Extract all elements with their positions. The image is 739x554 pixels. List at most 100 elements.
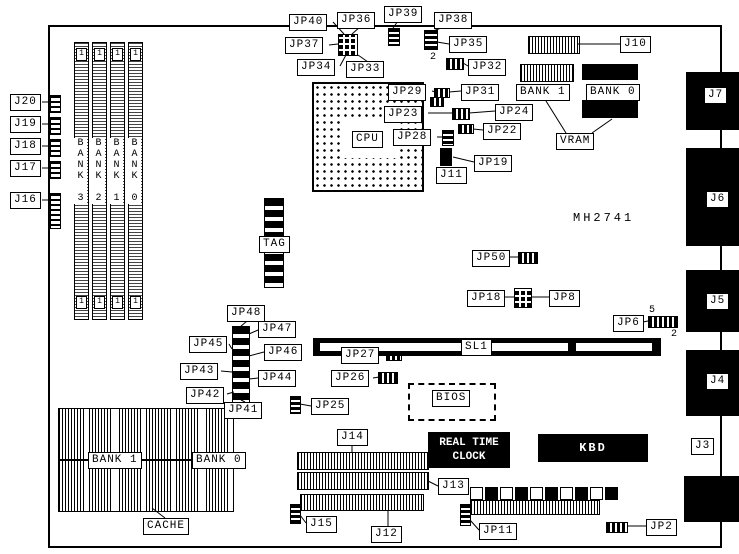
label-jp46: JP46 <box>264 344 303 361</box>
jumper-block-jp41-jp48 <box>232 326 250 404</box>
label-tag: TAG <box>259 236 290 253</box>
label-j15: J15 <box>306 516 337 533</box>
cache-chips-row2 <box>58 460 234 512</box>
label-jp22: JP22 <box>483 123 522 140</box>
cache-chips-row1 <box>58 408 234 460</box>
label-jp2: JP2 <box>646 519 677 536</box>
label-jp35: JP35 <box>449 36 488 53</box>
connector-j10 <box>528 36 580 54</box>
label-j3: J3 <box>691 438 715 455</box>
label-j4: J4 <box>706 373 730 390</box>
label-j5: J5 <box>706 293 730 310</box>
jumper-jp32 <box>446 58 464 70</box>
connector-j20 <box>50 95 61 113</box>
simm-bank3-label: BANK 3 <box>74 138 87 204</box>
label-jp24: JP24 <box>495 104 534 121</box>
label-jp8: JP8 <box>549 290 580 307</box>
pin-number-jp32: 2 <box>429 52 438 63</box>
label-jp23: JP23 <box>384 106 423 123</box>
label-cpu: CPU <box>352 131 383 148</box>
jumper-jp2 <box>606 522 628 533</box>
connector-j14-a <box>297 452 429 470</box>
label-jp26: JP26 <box>331 370 370 387</box>
simm-pin1-marker: 1 <box>94 48 105 61</box>
label-jp29: JP29 <box>388 84 427 101</box>
label-j13: J13 <box>438 478 469 495</box>
label-jp37: JP37 <box>285 37 324 54</box>
pad <box>575 487 588 500</box>
jumper-jp39 <box>388 28 400 46</box>
rtc-chip: REAL TIME CLOCK <box>428 432 510 468</box>
jumper-jp6 <box>648 316 678 328</box>
simm-pin1-marker: 1 <box>112 48 123 61</box>
label-bios: BIOS <box>432 390 471 407</box>
label-j20: J20 <box>10 94 41 111</box>
label-j11: J11 <box>436 167 467 184</box>
label-jp41: JP41 <box>224 402 263 419</box>
connector-j18 <box>50 139 61 157</box>
label-j12: J12 <box>371 526 402 543</box>
vram-bank1-module <box>520 64 574 82</box>
label-cache: CACHE <box>143 518 190 535</box>
connector-j12 <box>300 494 424 511</box>
label-jp43: JP43 <box>180 363 219 380</box>
label-jp6: JP6 <box>613 315 644 332</box>
label-jp45: JP45 <box>189 336 228 353</box>
pad <box>545 487 558 500</box>
simm-bank2-label: BANK 2 <box>92 138 105 204</box>
jumper-jp25 <box>290 396 301 414</box>
label-jp50: JP50 <box>472 250 511 267</box>
pad <box>560 487 573 500</box>
jumper-jp18-jp8 <box>514 288 532 308</box>
label-jp33: JP33 <box>346 61 385 78</box>
board-model: MH2741 <box>573 211 635 225</box>
label-vram: VRAM <box>556 133 595 150</box>
label-jp34: JP34 <box>297 59 336 76</box>
label-jp27: JP27 <box>341 347 380 364</box>
label-jp39: JP39 <box>384 6 423 23</box>
label-vram-bank1: BANK 1 <box>516 84 570 101</box>
connector-j19 <box>50 117 61 135</box>
pad <box>485 487 498 500</box>
jumper-jp50 <box>518 252 538 264</box>
label-jp28: JP28 <box>393 129 432 146</box>
rtc-label-line2: CLOCK <box>452 451 486 463</box>
label-jp48: JP48 <box>227 305 266 322</box>
label-j19: J19 <box>10 116 41 133</box>
pad <box>530 487 543 500</box>
jumper-block-jp33 <box>338 34 358 56</box>
jumper-jp26 <box>378 372 398 384</box>
pad <box>590 487 603 500</box>
vram-bank0-chip <box>582 100 638 118</box>
pad <box>500 487 513 500</box>
simm-pin1-marker: 1 <box>112 296 123 309</box>
label-jp31: JP31 <box>461 84 500 101</box>
vram-bank0-chip <box>582 64 638 80</box>
header-pads <box>470 487 618 500</box>
label-jp32: JP32 <box>468 59 507 76</box>
simm-pin1-marker: 1 <box>76 296 87 309</box>
label-jp42: JP42 <box>186 387 225 404</box>
jumper-jp22 <box>458 124 474 134</box>
connector-j15 <box>290 504 301 524</box>
label-jp40: JP40 <box>289 14 328 31</box>
jumper-jp11 <box>460 504 471 526</box>
bios-chip <box>408 383 496 421</box>
label-jp36: JP36 <box>337 12 376 29</box>
label-j14: J14 <box>337 429 368 446</box>
simm-pin1-marker: 1 <box>130 48 141 61</box>
simm-pin1-marker: 1 <box>130 296 141 309</box>
jumper-jp29 <box>430 97 444 107</box>
label-jp44: JP44 <box>258 370 297 387</box>
label-j6: J6 <box>706 191 730 208</box>
pad <box>605 487 618 500</box>
simm-bank0-label: BANK 0 <box>128 138 141 204</box>
pin-number-jp6-5: 5 <box>648 305 657 316</box>
pad <box>470 487 483 500</box>
simm-pin1-marker: 1 <box>94 296 105 309</box>
label-j16: J16 <box>10 192 41 209</box>
jumper-jp19-j11 <box>440 148 452 166</box>
rtc-label-line1: REAL TIME <box>439 437 499 449</box>
simm-pin1-marker: 1 <box>76 48 87 61</box>
